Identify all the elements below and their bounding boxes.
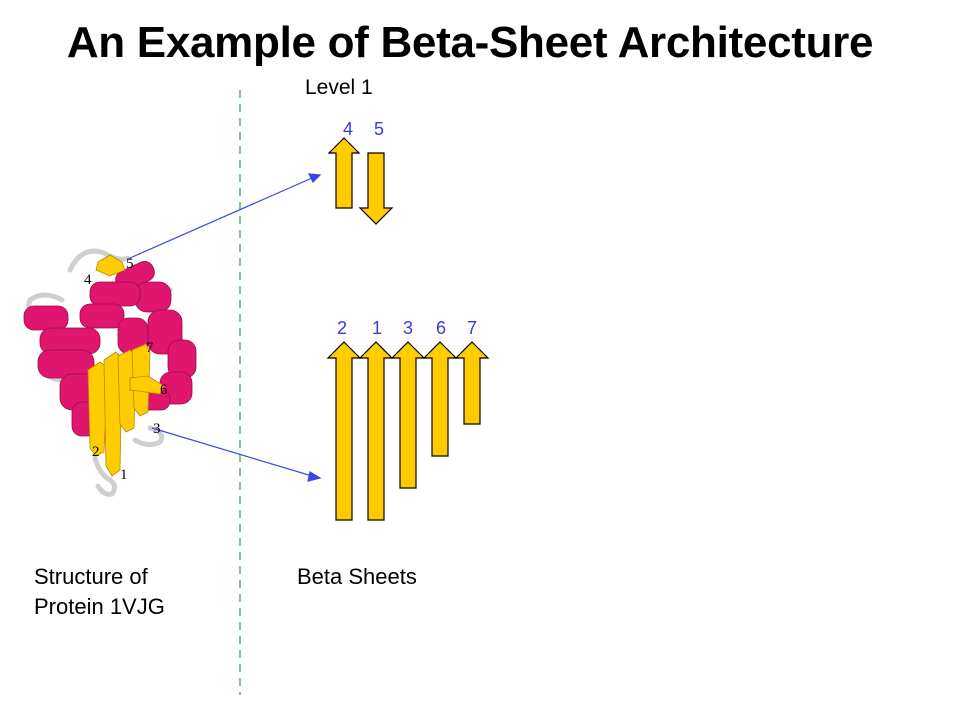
strand-label: 7 <box>467 318 478 338</box>
level-label: Level 1 <box>305 76 373 99</box>
strand <box>129 375 165 395</box>
coil <box>92 455 118 497</box>
strand-label: 3 <box>403 318 414 338</box>
sheets-caption: Beta Sheets <box>297 564 417 589</box>
protein-label: 7 <box>146 340 154 356</box>
protein-label: 1 <box>120 467 128 483</box>
strand-label: 1 <box>372 318 383 338</box>
protein-structure <box>23 248 197 497</box>
strand <box>103 351 123 477</box>
helix <box>23 305 69 331</box>
strand-3 <box>390 341 426 489</box>
protein-caption: Structure of Protein 1VJG <box>34 562 165 622</box>
strand-label: 4 <box>343 119 354 139</box>
protein-label: 4 <box>84 272 92 288</box>
strand-label: 6 <box>436 318 447 338</box>
connector-arrow <box>151 427 313 477</box>
strand <box>87 361 109 457</box>
strand-label: 5 <box>374 119 385 139</box>
strand-2 <box>326 341 362 521</box>
strand-label: 2 <box>337 318 348 338</box>
helix <box>89 281 141 307</box>
protein-label: 2 <box>92 444 100 460</box>
coil <box>67 248 131 273</box>
arrow-head <box>307 471 322 482</box>
caption-line: Protein 1VJG <box>34 594 165 619</box>
strand-4-up <box>327 137 361 209</box>
connector-arrow <box>129 177 313 259</box>
protein-label: 3 <box>153 421 161 437</box>
strand-1 <box>358 341 394 521</box>
strand-7 <box>454 341 490 425</box>
page-title: An Example of Beta-Sheet Architecture <box>66 18 874 67</box>
protein-label: 5 <box>126 256 134 272</box>
strand <box>117 349 137 433</box>
strand-5-down <box>358 152 394 225</box>
helix <box>134 281 172 313</box>
strand-6 <box>422 341 458 457</box>
strand <box>95 254 126 277</box>
coil <box>132 425 165 448</box>
helix <box>79 303 125 329</box>
protein-label: 6 <box>160 382 168 398</box>
arrow-head <box>307 173 322 184</box>
caption-line: Structure of <box>34 564 148 589</box>
